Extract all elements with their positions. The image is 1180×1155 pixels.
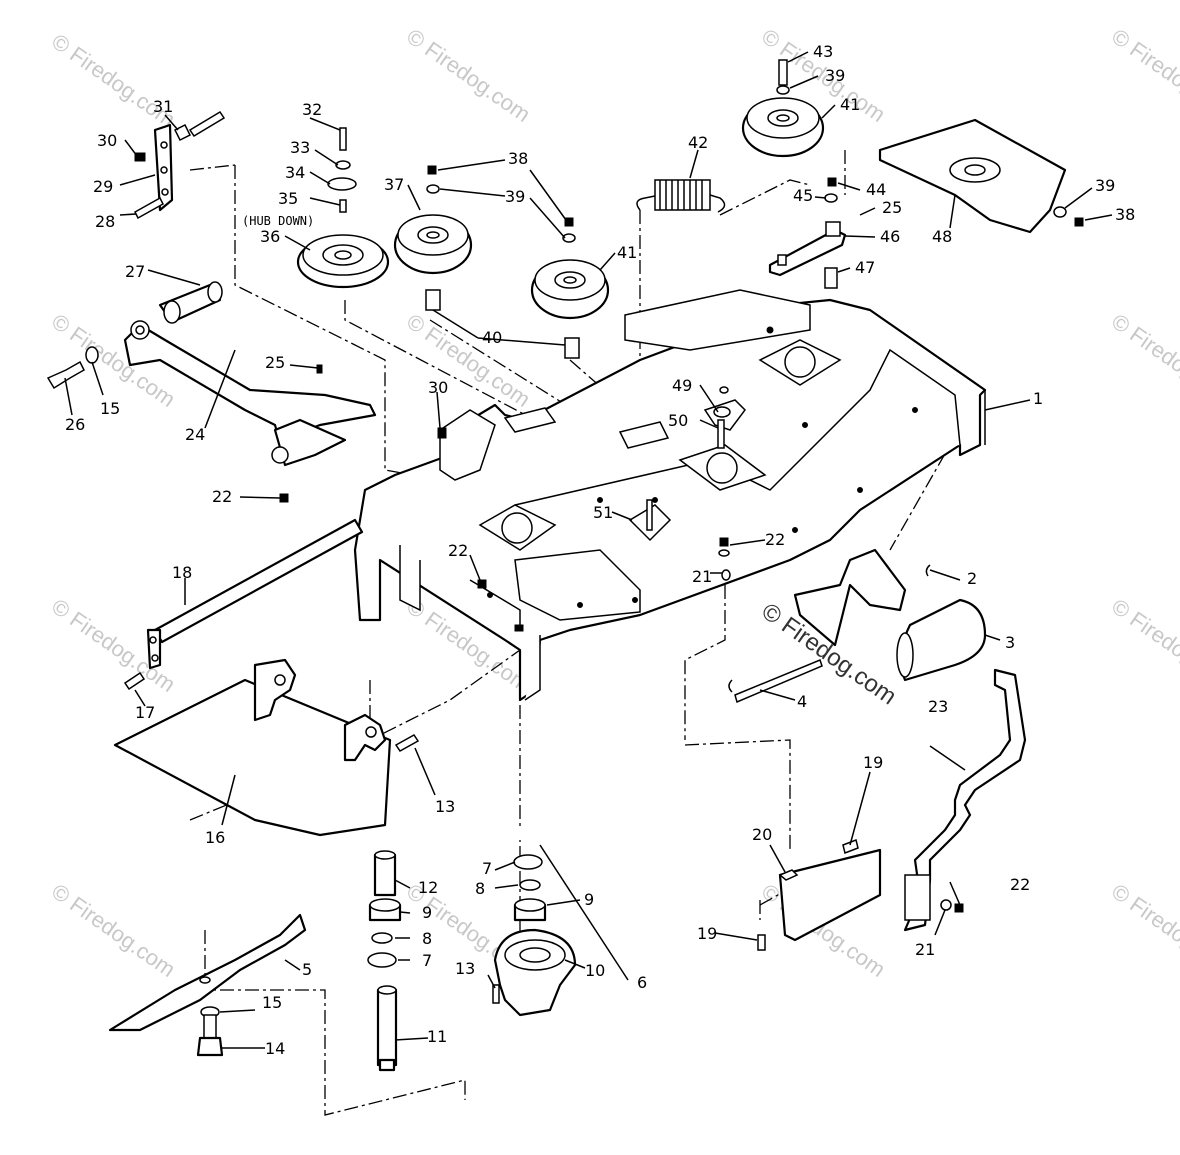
callout-34: 34 [285, 163, 305, 182]
callout-13a: 13 [435, 797, 455, 816]
bracket-and-cylinder [793, 548, 987, 682]
callout-38b: 38 [1115, 205, 1135, 224]
callout-22c: 22 [765, 530, 785, 549]
callout-35: 35 [278, 189, 298, 208]
watermark-text: © Firedog.com [1107, 309, 1180, 412]
callout-50: 50 [668, 411, 688, 430]
callout-32: 32 [302, 100, 322, 119]
watermark-text: © Firedog.com [1107, 879, 1180, 982]
callout-16: 16 [205, 828, 225, 847]
callout-9b: 9 [584, 890, 594, 909]
callout-22a: 22 [212, 487, 232, 506]
callout-39b: 39 [825, 66, 845, 85]
callout-20: 20 [752, 825, 772, 844]
watermark-text: © Firedog.com [1107, 24, 1180, 127]
pulleys [296, 97, 825, 320]
callout-12: 12 [418, 878, 438, 897]
watermark-text: © Firedog.com [402, 24, 535, 127]
callout-7a: 7 [482, 859, 492, 878]
belt-shield [903, 668, 1027, 932]
callout-38a: 38 [508, 149, 528, 168]
callout-40: 40 [482, 328, 502, 347]
callout-5: 5 [302, 960, 312, 979]
callout-23: 23 [928, 697, 948, 716]
callout-41a: 41 [617, 243, 637, 262]
callout-21a: 21 [692, 567, 712, 586]
spring [636, 179, 726, 213]
callout-10: 10 [585, 961, 605, 980]
callout-21b: 21 [915, 940, 935, 959]
callout-33: 33 [290, 138, 310, 157]
callout-39c: 39 [1095, 176, 1115, 195]
watermark-text: © Firedog.com [1107, 594, 1180, 697]
callout-44: 44 [866, 180, 886, 199]
part-callouts: 1 2 3 4 5 6 7 7 8 8 9 9 10 11 12 13 13 1… [65, 42, 1135, 1058]
watermark-text: © Firedog.com [47, 29, 180, 132]
callout-45: 45 [793, 186, 813, 205]
callout-31: 31 [153, 97, 173, 116]
blade [108, 913, 307, 1032]
callout-30b: 30 [428, 378, 448, 397]
callout-46: 46 [880, 227, 900, 246]
rod [146, 518, 364, 670]
callout-27: 27 [125, 262, 145, 281]
deck-housing [353, 289, 987, 702]
callout-13b: 13 [455, 959, 475, 978]
callout-19b: 19 [697, 924, 717, 943]
spindle-housing [493, 928, 577, 1017]
callout-4: 4 [797, 692, 807, 711]
callout-36: 36 [260, 227, 280, 246]
callout-41b: 41 [840, 95, 860, 114]
leader-lines [64, 51, 1113, 1049]
callout-11: 11 [427, 1027, 447, 1046]
callout-28: 28 [95, 212, 115, 231]
callout-37: 37 [384, 175, 404, 194]
callout-42: 42 [688, 133, 708, 152]
callout-22d: 22 [1010, 875, 1030, 894]
callout-39a: 39 [505, 187, 525, 206]
callout-14: 14 [265, 1039, 285, 1058]
callout-19a: 19 [863, 753, 883, 772]
access-plate [778, 848, 882, 942]
callout-18: 18 [172, 563, 192, 582]
callout-25a: 25 [265, 353, 285, 372]
callout-25b: 25 [882, 198, 902, 217]
callout-29: 29 [93, 177, 113, 196]
callout-30a: 30 [97, 131, 117, 150]
callout-7b: 7 [422, 951, 432, 970]
blade-bolt [196, 1006, 224, 1057]
callout-8b: 8 [422, 929, 432, 948]
trim-arm [123, 281, 377, 467]
callout-51: 51 [593, 503, 613, 522]
callout-48: 48 [932, 227, 952, 246]
callout-9a: 9 [422, 903, 432, 922]
watermark-text: © Firedog.com [47, 879, 180, 982]
callout-26: 26 [65, 415, 85, 434]
spindle-shaft [367, 850, 547, 1072]
callout-17: 17 [135, 703, 155, 722]
callout-43: 43 [813, 42, 833, 61]
callout-15b: 15 [100, 399, 120, 418]
hub-down-note: (HUB DOWN) [242, 214, 314, 228]
belt-cover [878, 118, 1067, 234]
callout-3: 3 [1005, 633, 1015, 652]
callout-15a: 15 [262, 993, 282, 1012]
discharge-plate [113, 658, 392, 837]
pin [728, 659, 823, 704]
callout-8a: 8 [475, 879, 485, 898]
callout-24: 24 [185, 425, 205, 444]
callout-49: 49 [672, 376, 692, 395]
callout-22b: 22 [448, 541, 468, 560]
callout-2: 2 [967, 569, 977, 588]
callout-47: 47 [855, 258, 875, 277]
callout-1: 1 [1033, 389, 1043, 408]
callout-6: 6 [637, 973, 647, 992]
